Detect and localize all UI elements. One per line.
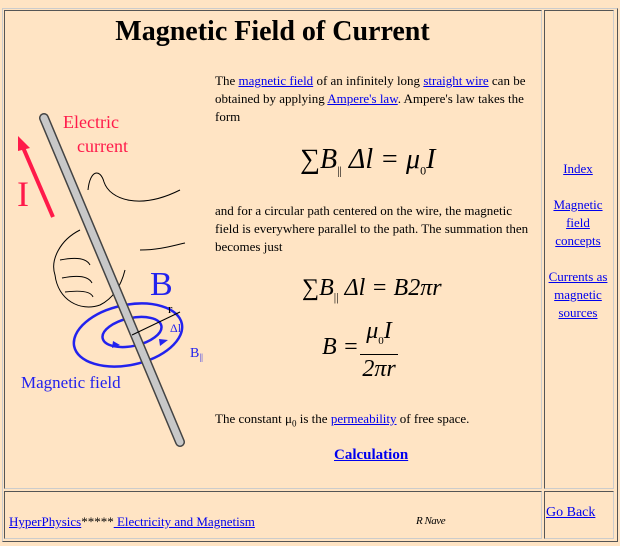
current-label: current [77, 136, 128, 156]
page-title: Magnetic Field of Current [115, 16, 430, 47]
electric-label: Electric [63, 112, 119, 132]
side-nav: Index Magnetic field concepts Currents a… [545, 160, 611, 322]
footer-cell [4, 491, 542, 539]
path-paragraph: and for a circular path centered on the … [215, 203, 529, 254]
equation-field: B = [322, 334, 359, 360]
author: R Nave [416, 515, 446, 527]
footer-nav: HyperPhysics***** Electricity and Magnet… [9, 514, 255, 530]
amperes-law-link[interactable]: Ampere's law [327, 91, 398, 106]
text: . Ampere's law takes the form [215, 91, 524, 124]
straight-wire-link[interactable]: straight wire [423, 73, 489, 88]
hand-outline [53, 172, 186, 308]
magnetic-field-concepts-link[interactable]: Magnetic field concepts [553, 197, 603, 248]
side-cell [544, 10, 614, 489]
permeability-link[interactable]: permeability [330, 411, 397, 426]
equation-summation: ∑B|| Δl = B2πr [302, 275, 442, 304]
text: The [215, 73, 239, 88]
right-hand-rule-figure: Electric current I B r Δl B|| Magnetic f… [17, 112, 203, 447]
radius-label: r [168, 301, 173, 316]
intro-paragraph: The magnetic field of an infinitely long… [215, 72, 530, 126]
magnetic-field-label: Magnetic field [21, 373, 121, 392]
text: can be obtained by applying [215, 73, 526, 106]
calculation-link[interactable]: Calculation [334, 447, 409, 463]
go-back-link[interactable]: Go Back [546, 505, 596, 520]
rating-stars: ***** [81, 514, 114, 529]
current-symbol: I [17, 174, 29, 214]
fraction: μ0I 2πr [360, 318, 398, 383]
hyperphysics-link[interactable]: HyperPhysics [9, 514, 82, 529]
field-symbol: B [150, 266, 173, 303]
page-frame [2, 8, 618, 542]
currents-as-magnetic-sources-link[interactable]: Currents as magnetic sources [548, 269, 608, 320]
dl-label: Δl [170, 321, 182, 335]
bpar-label: B|| [190, 346, 203, 362]
main-cell [4, 10, 542, 489]
goback-cell [544, 491, 614, 539]
permeability-paragraph: The constant μ0 is the permeability of f… [215, 411, 470, 429]
wire [39, 113, 185, 447]
electricity-magnetism-link[interactable]: Electricity and Magnetism [113, 514, 255, 529]
text: of an infinitely long [313, 73, 424, 88]
radius-line [131, 311, 181, 336]
current-arrow [18, 136, 55, 218]
equation-amperes-law: ∑B|| Δl = μ0I [300, 144, 436, 178]
index-link[interactable]: Index [563, 161, 593, 176]
magnetic-field-link[interactable]: magnetic field [238, 73, 314, 88]
